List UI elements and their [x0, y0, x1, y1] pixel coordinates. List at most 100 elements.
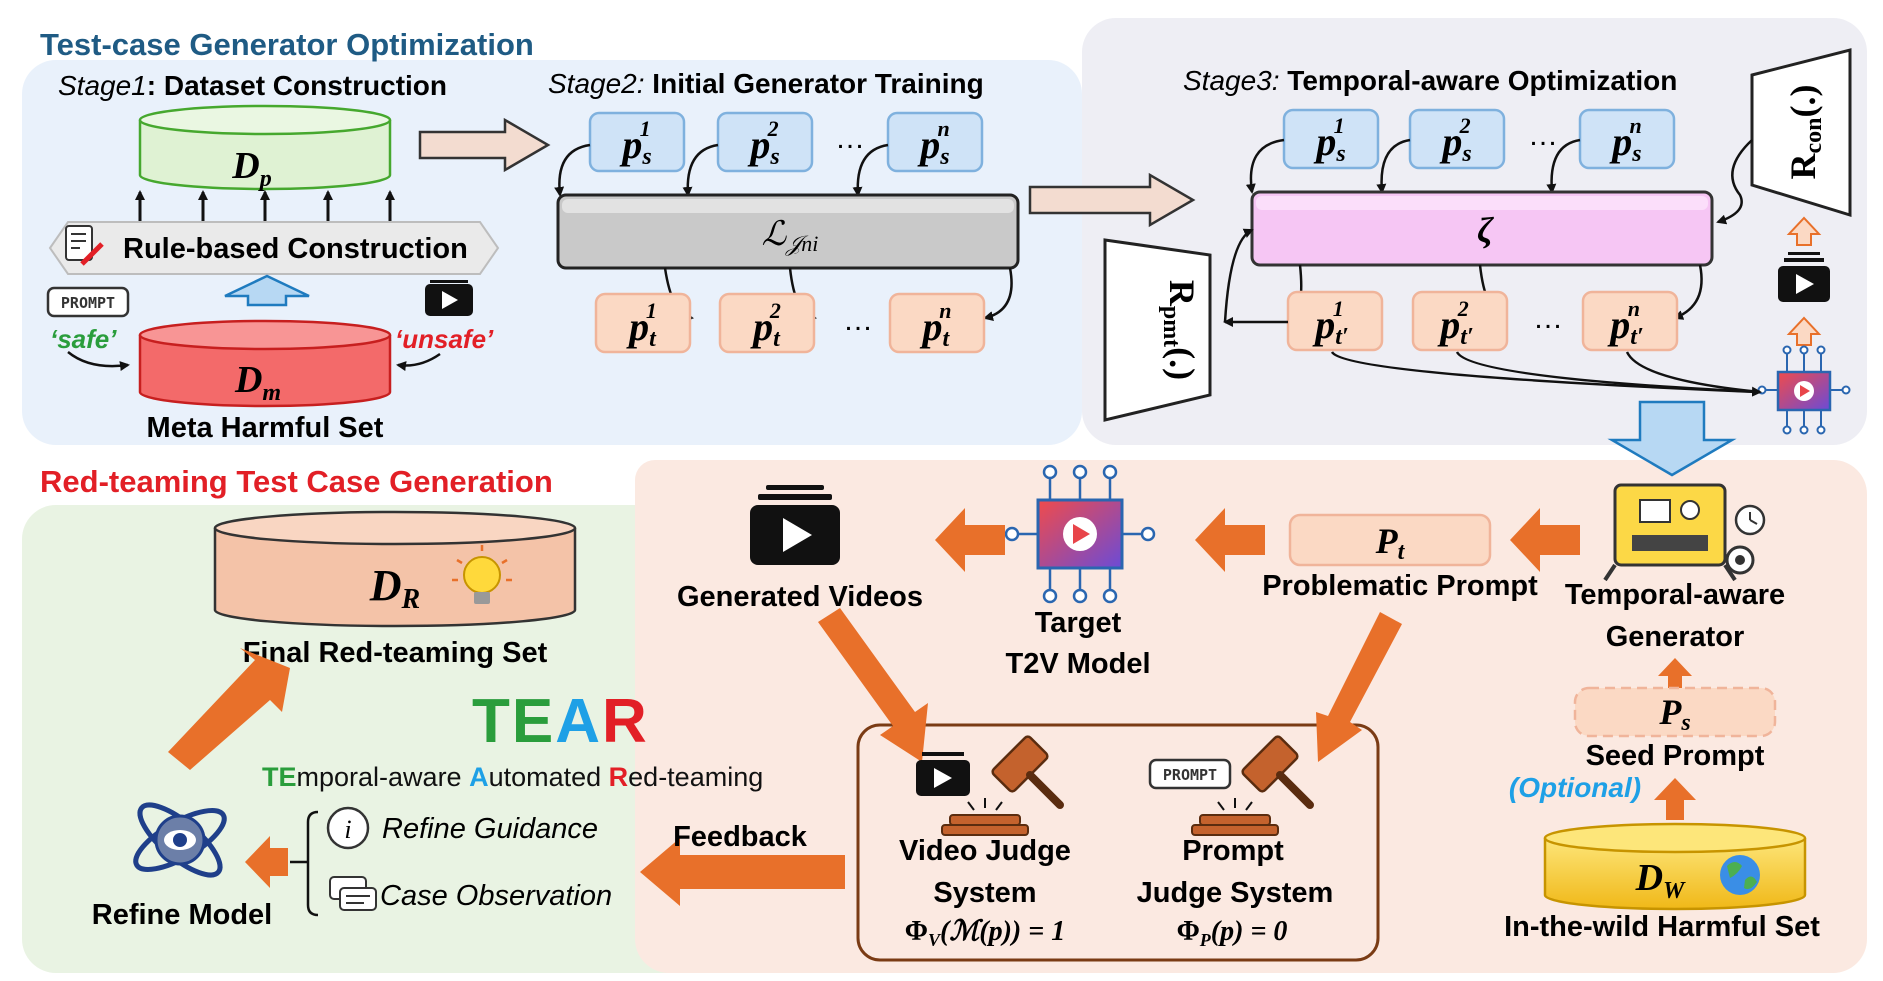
stage2-pt-2: pt2 — [750, 298, 781, 352]
pt-to-chip-arrows — [1330, 351, 1762, 397]
stage2-ps-box-3 — [886, 111, 984, 173]
title-top: Test-case Generator Optimization — [40, 27, 534, 62]
unsafe-arrow — [396, 352, 441, 372]
prompt-tag-icon: PROMPT — [46, 286, 130, 318]
feedback-label: Feedback — [673, 821, 808, 853]
title-bottom: Red-teaming Test Case Generation — [40, 464, 553, 499]
stage3-pt-dots: … — [1533, 302, 1563, 335]
stage2-ps-dots: … — [835, 122, 865, 155]
rpmt-to-zeta-arrow — [1223, 228, 1254, 323]
dr-label: DR — [369, 561, 420, 615]
rcon-to-zeta-arrow — [1716, 139, 1753, 225]
stage1-prefix: Stage1 — [58, 70, 147, 101]
stage3-label: Temporal-aware Optimization — [1280, 65, 1678, 96]
judge-video-icon — [916, 752, 970, 796]
dw-label: DW — [1635, 857, 1686, 904]
stage1-label: : Dataset Construction — [147, 70, 447, 101]
globe-icon — [1720, 855, 1760, 895]
stage2-ps-box-1 — [588, 111, 686, 173]
lightbulb-icon — [452, 545, 512, 604]
refine-to-final-arrow — [168, 648, 290, 770]
judge-prompt-tag-icon: PROMPT — [1148, 758, 1232, 790]
stage2-prefix: Stage2: — [548, 68, 645, 99]
chat-icon — [329, 876, 377, 911]
generated-videos-label: Generated Videos — [677, 581, 923, 613]
seed-label: Seed Prompt — [1586, 740, 1765, 772]
dp-cylinder: Dp — [138, 104, 392, 192]
video-judge-formula: ΦV(ℳ(p)) = 1 — [905, 916, 1065, 950]
zeta-box — [1250, 190, 1714, 267]
stage3-pt-1: pt′1 — [1312, 296, 1348, 350]
guidance-to-refine-arrow — [245, 836, 288, 888]
stage2-heading: Stage2: Initial Generator Training — [548, 68, 984, 99]
ps-label: Ps — [1658, 692, 1690, 736]
stage3-pt-n: pt′n — [1607, 296, 1643, 350]
rcon-up-arrow — [1786, 216, 1822, 246]
optional-label: (Optional) — [1509, 772, 1641, 803]
stage2-input-arrows — [554, 143, 889, 197]
rcon-label: Rcon(.) — [1783, 85, 1827, 180]
stage3-ps-2: ps2 — [1439, 113, 1471, 167]
videos-to-judge-arrow — [818, 608, 928, 762]
seed-to-generator-arrow — [1658, 658, 1692, 688]
stage2-pt-box-3 — [888, 292, 986, 354]
stage2-pt-n: ptn — [920, 298, 952, 352]
svg-text:PROMPT: PROMPT — [61, 294, 115, 312]
unsafe-label: ‘unsafe’ — [395, 324, 494, 354]
tear-expansion: TEmporal-aware Automated Red-teaming — [262, 762, 763, 792]
refine-bracket — [306, 810, 319, 917]
safe-arrow — [67, 351, 130, 371]
rule-banner — [48, 221, 500, 275]
video-judge-label-1: Video Judge — [899, 835, 1071, 867]
info-icon: i — [326, 806, 370, 850]
video-icon — [425, 280, 473, 316]
zeta-label: ζ — [1477, 210, 1494, 250]
generated-videos-icon — [750, 485, 840, 565]
target-t2v-chip-icon — [1004, 464, 1156, 604]
loss-box — [556, 193, 1020, 270]
stage1-heading: Stage1: Dataset Construction — [58, 70, 447, 101]
stage3-ps-box-2 — [1408, 108, 1506, 170]
stage2-ps-1: ps1 — [619, 116, 651, 170]
stage2-ps-n: psn — [917, 116, 950, 170]
wild-to-seed-arrow — [1654, 778, 1696, 820]
problematic-label: Problematic Prompt — [1262, 570, 1538, 602]
stage2-ps-2: ps2 — [747, 116, 779, 170]
stage2-pt-box-1 — [594, 292, 692, 354]
loss-box-highlight — [562, 199, 1014, 213]
tear-logo: TEAR — [472, 687, 649, 756]
pt-label: Pt — [1375, 521, 1406, 565]
final-label: Final Red-teaming Set — [243, 637, 548, 669]
rcon-box — [1750, 48, 1852, 218]
case-observation-label: Case Observation — [380, 880, 612, 912]
rpmt-label: Rpmt(.) — [1158, 280, 1202, 380]
dr-cylinder: DR — [213, 510, 577, 628]
prompt-to-judge-arrow — [1316, 612, 1402, 762]
target-label-2: T2V Model — [1005, 648, 1150, 680]
stage2-ps-group: ps1 ps2 psn … — [588, 111, 984, 173]
stage3-pt-box-3 — [1581, 290, 1679, 352]
wild-label: In-the-wild Harmful Set — [1504, 911, 1820, 943]
generator-to-pt-arrow — [1510, 508, 1580, 572]
dm-label: Dm — [234, 359, 281, 406]
stage3-pt-group: pt′1 pt′2 pt′n … — [1286, 290, 1679, 352]
stage3-heading: Stage3: Temporal-aware Optimization — [1183, 65, 1677, 96]
stage2-pt-group: pt1 pt2 ptn … — [594, 292, 986, 354]
rpmt-box — [1103, 238, 1212, 422]
stage3-ps-box-1 — [1282, 108, 1380, 170]
safe-label: ‘safe’ — [50, 324, 117, 354]
upload-arrow-icon — [224, 274, 310, 307]
stage3-pt-2: pt′2 — [1437, 296, 1473, 350]
stage2-pt-1: pt1 — [626, 298, 657, 352]
gavel-icon-video — [941, 735, 1064, 836]
prompt-judge-label-1: Prompt — [1182, 835, 1284, 867]
generator-label-1: Temporal-aware — [1565, 579, 1785, 611]
stage2-to-stage3-arrow — [1028, 172, 1196, 228]
generator-label-2: Generator — [1606, 621, 1745, 653]
zeta-box-highlight — [1256, 196, 1708, 210]
target-label-1: Target — [1035, 607, 1122, 639]
pt-to-t2v-arrow — [1195, 508, 1265, 572]
stage3-prefix: Stage3: — [1183, 65, 1280, 96]
